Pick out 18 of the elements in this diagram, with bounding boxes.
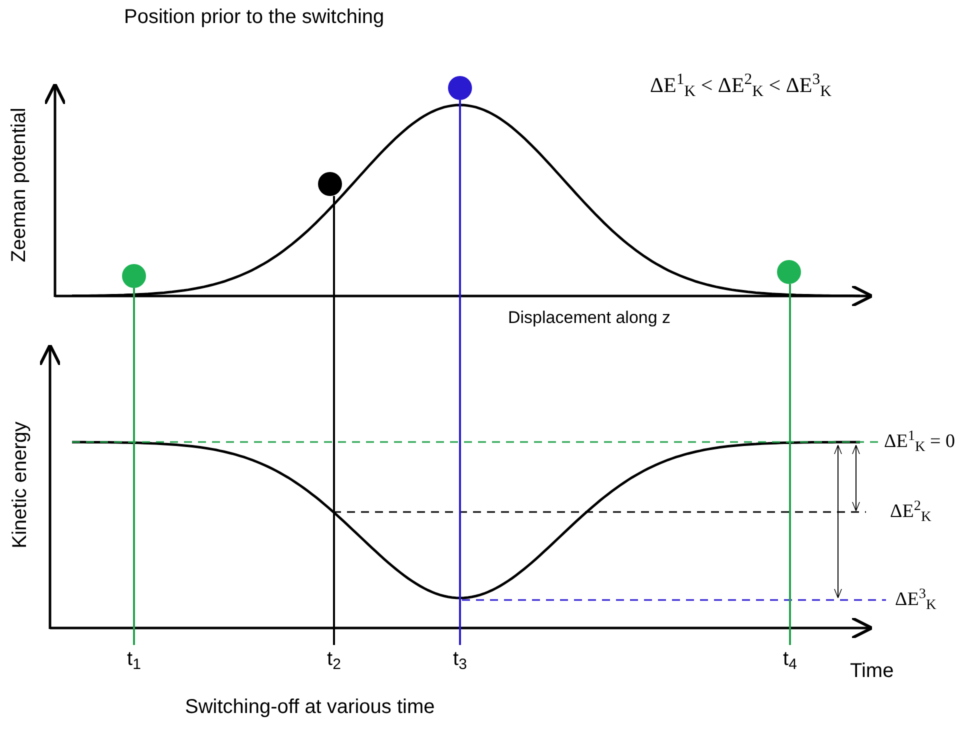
position-dot bbox=[448, 76, 472, 100]
axis-label: Zeeman potential bbox=[7, 106, 31, 264]
time-label: t$_{4}$ bbox=[768, 645, 812, 673]
axis-label: Time bbox=[850, 659, 894, 684]
connector-line bbox=[133, 288, 135, 645]
axis-label: Displacement along z bbox=[508, 307, 671, 329]
position-dot bbox=[122, 264, 146, 288]
caption-text: Switching-off at various time bbox=[185, 695, 435, 720]
time-label: t$_{3}$ bbox=[438, 645, 482, 673]
position-dot bbox=[318, 172, 342, 196]
axis-label: Kinetic energy bbox=[8, 420, 32, 550]
time-label: t$_{1}$ bbox=[112, 645, 156, 673]
time-label: t$_{2}$ bbox=[312, 645, 356, 673]
connector-line bbox=[789, 284, 791, 645]
connector-line bbox=[333, 196, 335, 645]
connector-line bbox=[459, 100, 461, 645]
position-dot bbox=[777, 260, 801, 284]
title-text: Position prior to the switching bbox=[124, 5, 384, 30]
